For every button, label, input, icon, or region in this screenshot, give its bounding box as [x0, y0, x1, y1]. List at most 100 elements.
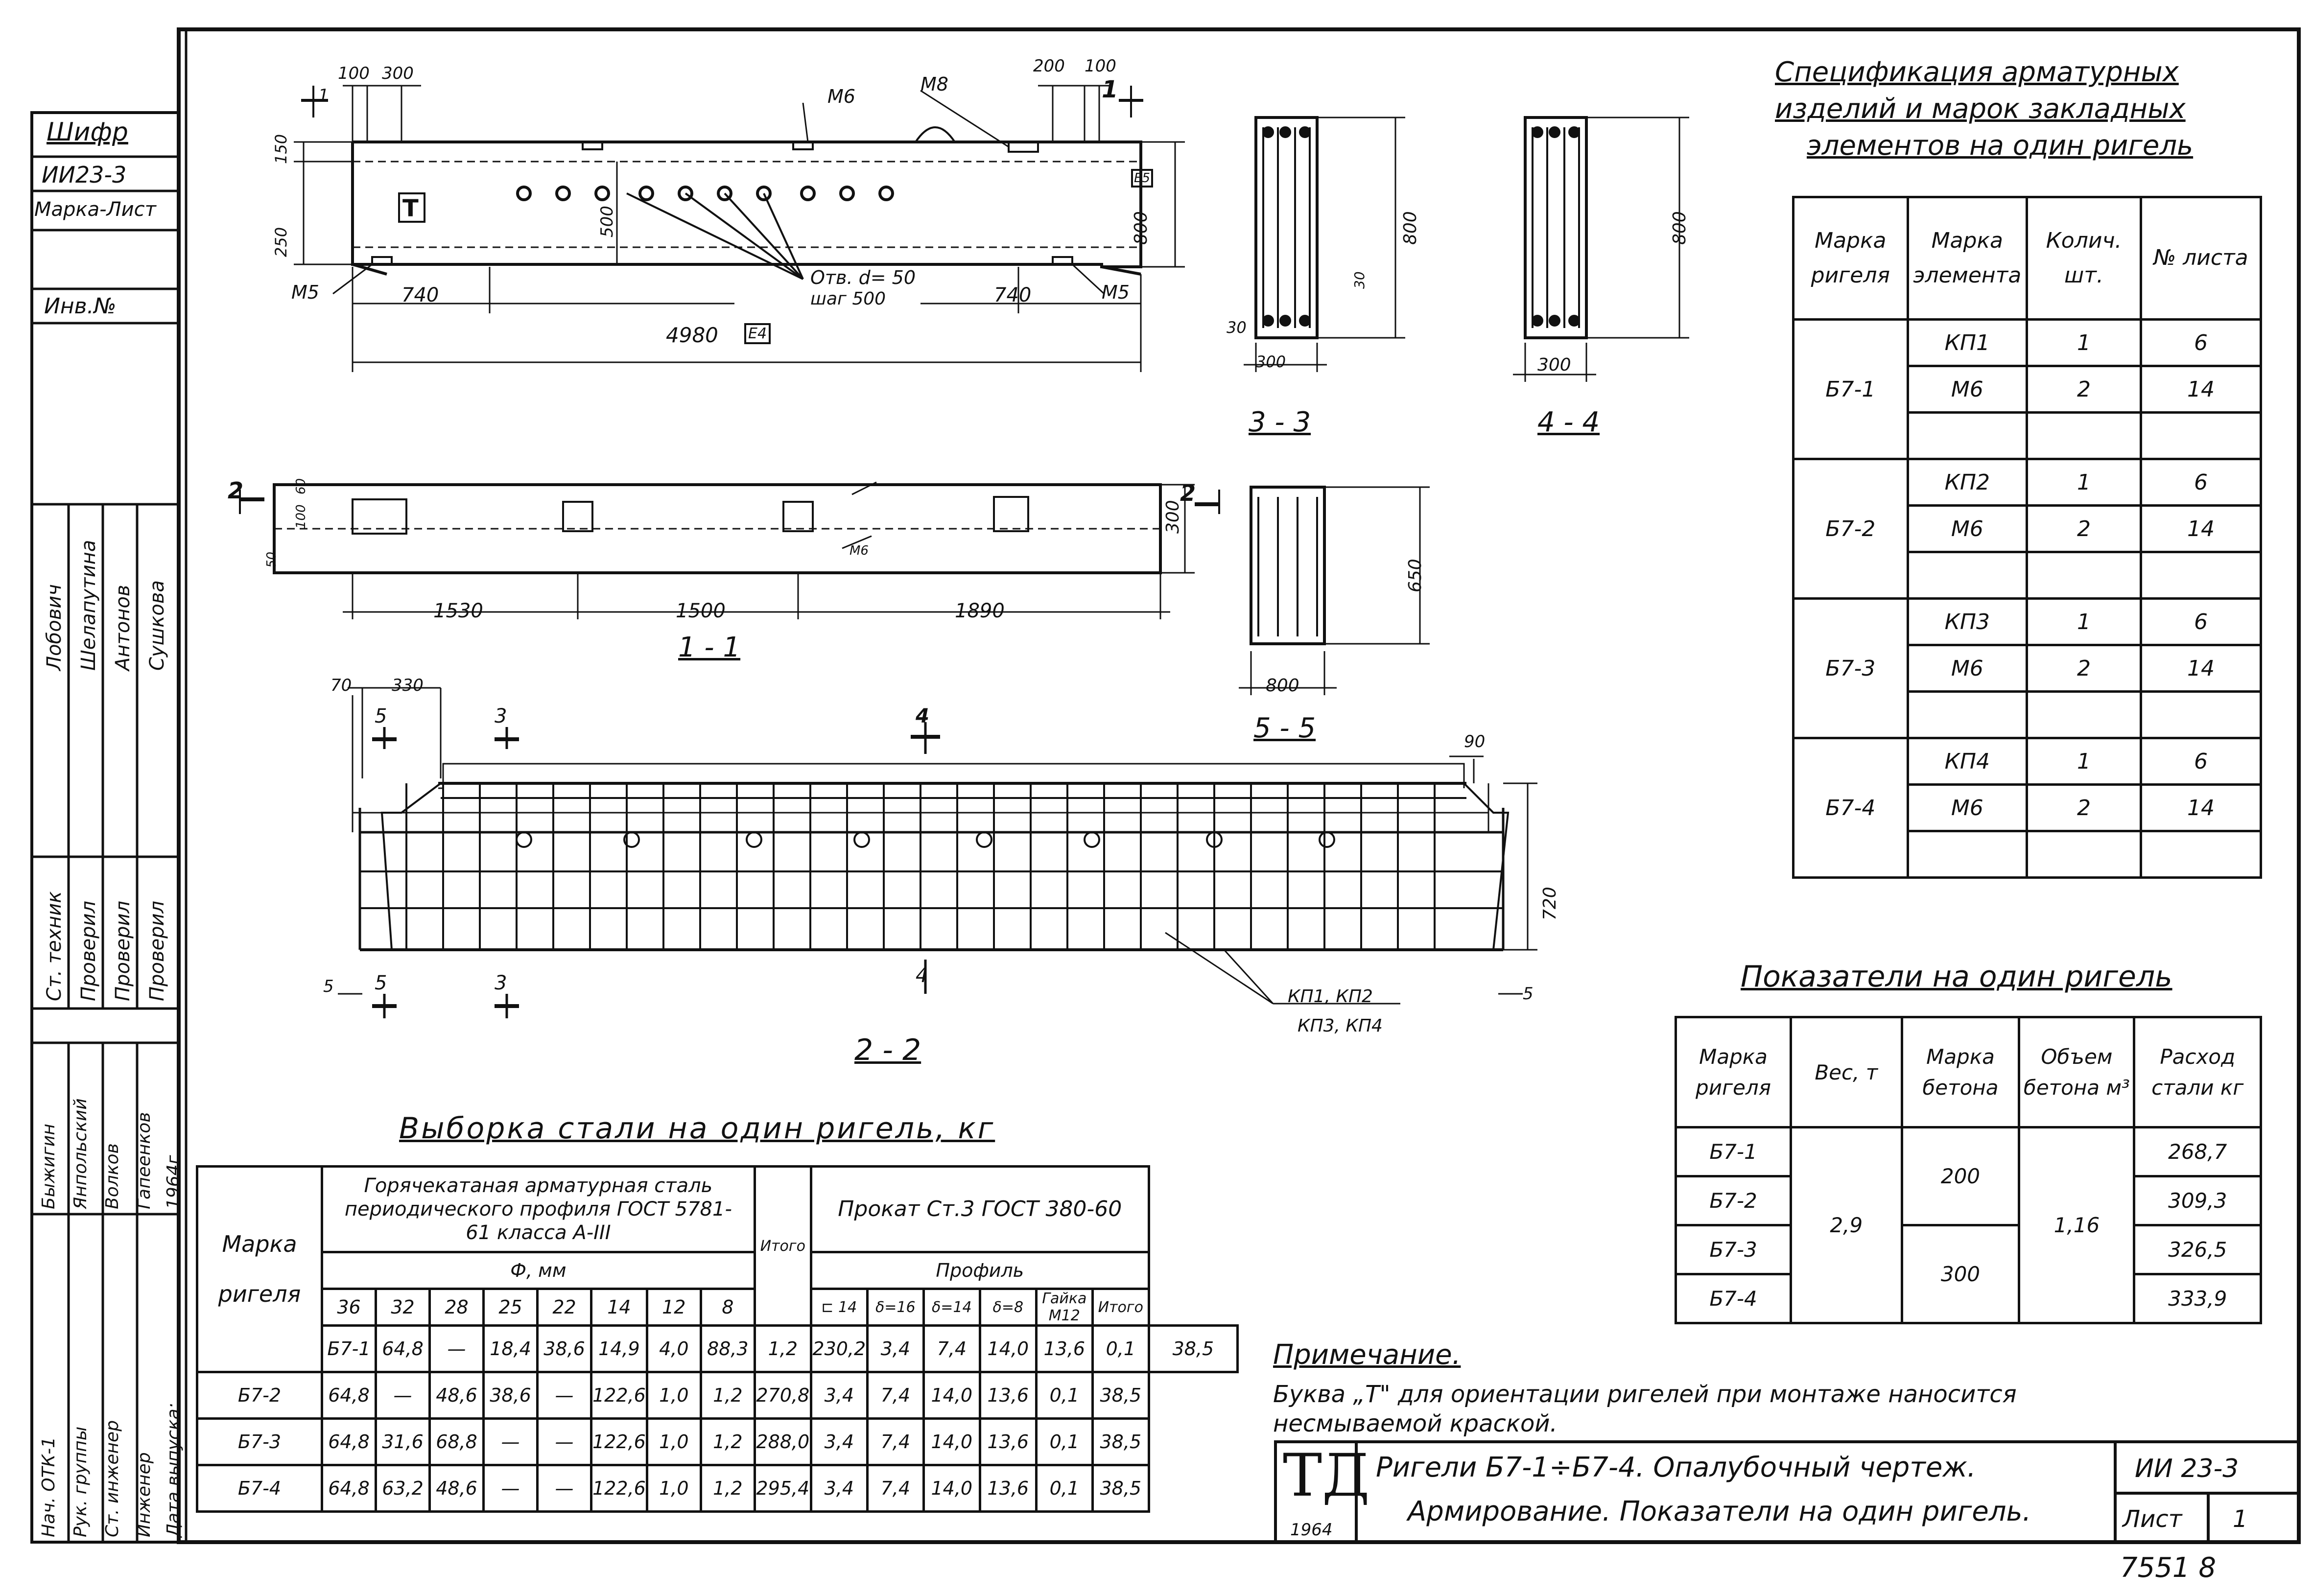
spec-cell: 2 [2025, 783, 2143, 832]
spec-cell: 1 [2025, 597, 2143, 646]
dim-5-right: 5 [1523, 984, 1534, 1004]
steel-header-total: Итого [753, 1165, 812, 1327]
steel-cell: 7,4 [866, 1464, 925, 1513]
ind-steel: 309,3 [2133, 1175, 2262, 1226]
spec-cell [1906, 411, 2028, 460]
orientation-letter-t: Т [402, 195, 419, 222]
stamp-inv-label: Инв.№ [44, 294, 117, 319]
steel-header-rebar: Горячекатаная арматурная сталь периодиче… [321, 1165, 756, 1253]
steel-diam-cell: 22 [536, 1288, 592, 1327]
steel-cell: — [536, 1417, 592, 1466]
label-m6: М6 [827, 86, 855, 107]
steel-cell: 288,0 [753, 1417, 812, 1466]
steel-cell: 1,2 [753, 1324, 812, 1373]
stamp-name-lower: Волков [102, 1143, 122, 1209]
steel-profile-cell: Гайка М12 [1035, 1288, 1094, 1327]
spec-cell [1906, 830, 2028, 879]
steel-cell: 122,6 [590, 1417, 648, 1466]
stamp-name-upper: Шелапутина [77, 540, 100, 671]
side-stamp-frame [30, 111, 180, 1544]
stamp-role-upper: Проверил [146, 900, 168, 1001]
steel-mark: Б7-3 [196, 1417, 323, 1466]
section-4-4-lines [1513, 116, 1689, 382]
section-1-1-label: 1 - 1 [678, 632, 741, 663]
indicators-title: Показатели на один ригель [1741, 960, 2172, 994]
steel-profile-cell: ⊏ 14 [809, 1288, 869, 1327]
dim-100-plan: 100 [294, 504, 308, 529]
ind-weight: 2,9 [1790, 1126, 1903, 1324]
stamp-role-lower: Инженер [134, 1452, 154, 1537]
steel-cell: 4,0 [645, 1324, 702, 1373]
stamp-role-lower: Ст. инженер [102, 1420, 122, 1537]
label-m6-plan: М6 [850, 543, 869, 558]
spec-cell: 6 [2140, 597, 2262, 646]
spec-cell: 6 [2140, 318, 2262, 367]
spec-cell: 2 [2025, 644, 2143, 693]
dim-330: 330 [392, 676, 424, 695]
dim-150: 150 [272, 134, 290, 164]
steel-cell: 13,6 [978, 1417, 1038, 1466]
steel-header-profile: Профиль [809, 1251, 1150, 1290]
section-4-4-label: 4 - 4 [1537, 406, 1600, 438]
steel-profile-cell: δ=8 [978, 1288, 1038, 1327]
dim-800: 800 [1131, 211, 1151, 245]
stamp-name-lower: Янпольский [71, 1098, 91, 1209]
cut-1-right: 1 [1102, 76, 1118, 103]
dim-500: 500 [597, 206, 617, 237]
spec-cell [1906, 690, 2028, 739]
spec-title-3: элементов на один ригель [1807, 130, 2194, 162]
spec-cell [2025, 830, 2143, 879]
spec-cell: КП1 [1906, 318, 2028, 367]
cut-2-right: 2 [1180, 480, 1196, 506]
steel-cell: 31,6 [375, 1417, 431, 1466]
label-kp3-kp4: КП3, КП4 [1298, 1016, 1383, 1036]
steel-cell: 48,6 [428, 1371, 485, 1420]
spec-cell: М6 [1906, 365, 2028, 414]
stamp-name-lower: 1964г. [164, 1150, 184, 1209]
steel-diam-cell: 8 [699, 1288, 756, 1327]
steel-cell: 13,6 [978, 1464, 1038, 1513]
steel-cell: 122,6 [590, 1464, 648, 1513]
steel-diam-cell: 32 [375, 1288, 431, 1327]
dim-1890: 1890 [955, 600, 1005, 622]
dim-1500: 1500 [676, 600, 726, 622]
spec-row [1794, 411, 2262, 460]
steel-cell: 1,0 [645, 1417, 702, 1466]
dim-740-left: 740 [401, 284, 439, 306]
spec-cell [2140, 551, 2262, 600]
steel-diam-cell: 14 [590, 1288, 648, 1327]
dim-4980: 4980 [666, 323, 718, 347]
sheet-label: Лист [2123, 1505, 2182, 1533]
ind-header-cell: Марка ригеля [1674, 1016, 1793, 1128]
stamp-e4: Е4 [744, 323, 771, 344]
dim-800-s3: 800 [1400, 211, 1420, 245]
steel-header-diam: Ф, мм [321, 1251, 756, 1290]
cut-2-left: 2 [228, 477, 244, 504]
ind-mark: Б7-1 [1674, 1126, 1793, 1177]
spec-cell: 2 [2025, 365, 2143, 414]
steel-cell: 3,4 [809, 1371, 869, 1420]
ind-volume: 1,16 [2018, 1126, 2136, 1324]
steel-cell: 38,5 [1091, 1371, 1150, 1420]
spec-title-1: Спецификация арматурных [1775, 56, 2179, 88]
label-m8: М8 [920, 73, 948, 95]
stamp-role-upper: Проверил [112, 900, 134, 1001]
stamp-shifr-value: ИИ23-3 [42, 162, 127, 188]
section-3-3-label: 3 - 3 [1249, 406, 1311, 438]
steel-cell: 3,4 [866, 1324, 925, 1373]
spec-mark: Б7-4 [1792, 737, 1909, 879]
steel-cell: 13,6 [1035, 1324, 1094, 1373]
steel-cell: 63,2 [375, 1464, 431, 1513]
steel-cell: 64,8 [321, 1464, 377, 1513]
dim-70: 70 [330, 676, 352, 695]
